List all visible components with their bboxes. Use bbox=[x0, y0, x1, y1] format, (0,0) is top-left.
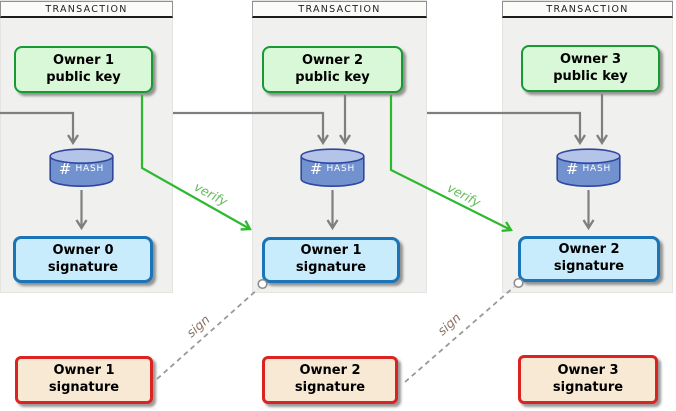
sign-label-2: sign bbox=[434, 309, 464, 339]
owner-signature-box-2: Owner 2 signature bbox=[262, 356, 398, 404]
hash-cylinder-2: # HASH bbox=[300, 148, 365, 188]
tx-signature-caption: signature bbox=[47, 259, 119, 275]
owner-signature-owner: Owner 2 bbox=[299, 363, 361, 379]
owner-signature-box-1: Owner 1 signature bbox=[15, 356, 153, 404]
cylinder-icon bbox=[300, 148, 365, 187]
sign-label-1: sign bbox=[183, 311, 213, 341]
hash-symbol: # bbox=[309, 160, 323, 178]
owner-signature-caption: signature bbox=[48, 380, 120, 395]
public-key-caption: public key bbox=[46, 69, 121, 85]
tx-signature-box-2: Owner 1 signature bbox=[262, 237, 400, 283]
hash-label: HASH bbox=[75, 164, 105, 174]
hash-cylinder-1: # HASH bbox=[49, 148, 114, 188]
owner-signature-box-3: Owner 3 signature bbox=[518, 355, 658, 404]
tx-signature-box-1: Owner 0 signature bbox=[13, 236, 153, 283]
public-key-box-3: Owner 3 public key bbox=[521, 45, 660, 92]
public-key-owner: Owner 1 bbox=[52, 52, 115, 68]
public-key-caption: public key bbox=[553, 68, 628, 84]
sign-dashed-line-1 bbox=[156, 288, 259, 380]
owner-signature-caption: signature bbox=[552, 379, 624, 395]
hash-label: HASH bbox=[326, 164, 356, 174]
verify-label-2: verify bbox=[444, 180, 484, 210]
cylinder-icon bbox=[556, 148, 621, 187]
owner-signature-caption: signature bbox=[294, 380, 366, 395]
public-key-caption: public key bbox=[295, 69, 370, 85]
tx-signature-owner: Owner 2 bbox=[558, 242, 620, 258]
hash-symbol: # bbox=[565, 160, 579, 178]
hash-symbol: # bbox=[58, 160, 72, 178]
hash-label: HASH bbox=[582, 164, 612, 174]
tx-signature-caption: signature bbox=[553, 259, 625, 274]
transaction-header: TRANSACTION bbox=[252, 1, 427, 18]
hash-cylinder-3: # HASH bbox=[556, 148, 621, 188]
tx-signature-caption: signature bbox=[295, 260, 367, 275]
verify-label-1: verify bbox=[191, 179, 231, 209]
transaction-header: TRANSACTION bbox=[0, 1, 173, 18]
public-key-owner: Owner 3 bbox=[559, 51, 622, 67]
tx-signature-owner: Owner 1 bbox=[300, 243, 362, 259]
sign-dashed-line-2 bbox=[404, 286, 515, 383]
tx-signature-box-3: Owner 2 signature bbox=[518, 236, 660, 282]
tx-signature-owner: Owner 0 bbox=[52, 242, 114, 258]
transaction-header: TRANSACTION bbox=[502, 1, 673, 18]
owner-signature-owner: Owner 1 bbox=[53, 363, 115, 379]
owner-signature-owner: Owner 3 bbox=[557, 362, 619, 378]
public-key-box-1: Owner 1 public key bbox=[14, 46, 153, 93]
public-key-owner: Owner 2 bbox=[301, 52, 364, 68]
public-key-box-2: Owner 2 public key bbox=[262, 46, 403, 93]
cylinder-icon bbox=[49, 148, 114, 187]
